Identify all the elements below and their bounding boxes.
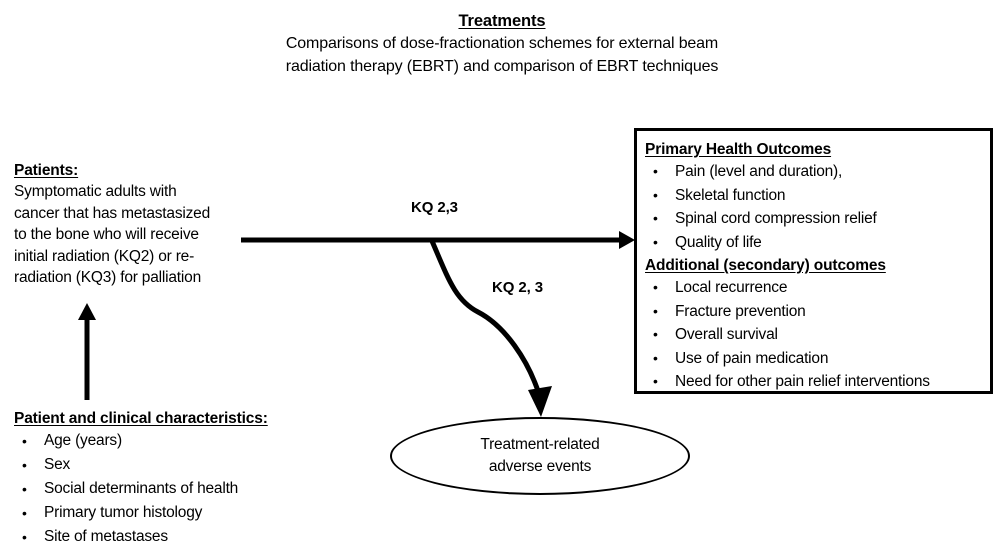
secondary-outcomes-heading: Additional (secondary) outcomes: [645, 257, 886, 274]
diagram-header: Treatments Comparisons of dose-fractiona…: [0, 10, 1004, 78]
adverse-events-line-1: Treatment-related: [480, 436, 600, 453]
patients-line: radiation (KQ3) for palliation: [14, 269, 201, 286]
patients-line: initial radiation (KQ2) or re-: [14, 247, 195, 265]
list-item: Skeletal function: [645, 184, 984, 208]
list-item: Sex: [14, 453, 344, 477]
patients-heading: Patients:: [14, 162, 79, 179]
patient-characteristics-block: Patient and clinical characteristics: Ag…: [14, 408, 344, 549]
adverse-events-ellipse: Treatment-related adverse events: [390, 417, 690, 495]
primary-outcomes-list: Pain (level and duration), Skeletal func…: [645, 160, 984, 254]
patients-line: to the bone who will receive: [14, 226, 199, 243]
list-item: Local recurrence: [645, 276, 984, 300]
primary-outcomes-heading: Primary Health Outcomes: [645, 141, 832, 158]
list-item: Fracture prevention: [645, 300, 984, 324]
list-item: Quality of life: [645, 231, 984, 255]
list-item: Overall survival: [645, 323, 984, 347]
list-item: Spinal cord compression relief: [645, 207, 984, 231]
list-item: Age (years): [14, 429, 344, 453]
list-item: Social determinants of health: [14, 477, 344, 501]
kq-label-curved-edge: KQ 2, 3: [492, 279, 543, 296]
health-outcomes-content: Primary Health Outcomes Pain (level and …: [637, 131, 990, 394]
treatments-subtitle-line-1: Comparisons of dose-fractionation scheme…: [285, 35, 719, 52]
adverse-events-line-2: adverse events: [488, 458, 592, 475]
list-item: Need for other pain relief interventions: [645, 370, 984, 394]
secondary-outcomes-list: Local recurrence Fracture prevention Ove…: [645, 276, 984, 394]
list-item: Pain (level and duration),: [645, 160, 984, 184]
patients-line: cancer that has metastasized: [14, 204, 211, 222]
treatments-title: Treatments: [458, 12, 546, 30]
list-item: Use of pain medication: [645, 347, 984, 371]
health-outcomes-box: Primary Health Outcomes Pain (level and …: [634, 128, 993, 394]
arrow-curve-to-adverse-events: [429, 238, 552, 417]
list-item: Site of metastases: [14, 525, 344, 549]
patients-line: Symptomatic adults with: [14, 183, 177, 200]
treatments-subtitle-line-2: radiation therapy (EBRT) and comparison …: [285, 58, 719, 75]
arrow-characteristics-to-patients: [78, 303, 96, 400]
patient-characteristics-heading: Patient and clinical characteristics:: [14, 410, 268, 427]
arrow-patients-to-outcomes: [241, 231, 635, 249]
patients-block: Patients: Symptomatic adults with cancer…: [14, 160, 254, 289]
patient-characteristics-list: Age (years) Sex Social determinants of h…: [14, 429, 344, 549]
adverse-events-text: Treatment-related adverse events: [480, 434, 599, 478]
list-item: Primary tumor histology: [14, 501, 344, 525]
kq-label-horizontal-edge: KQ 2,3: [411, 199, 458, 216]
